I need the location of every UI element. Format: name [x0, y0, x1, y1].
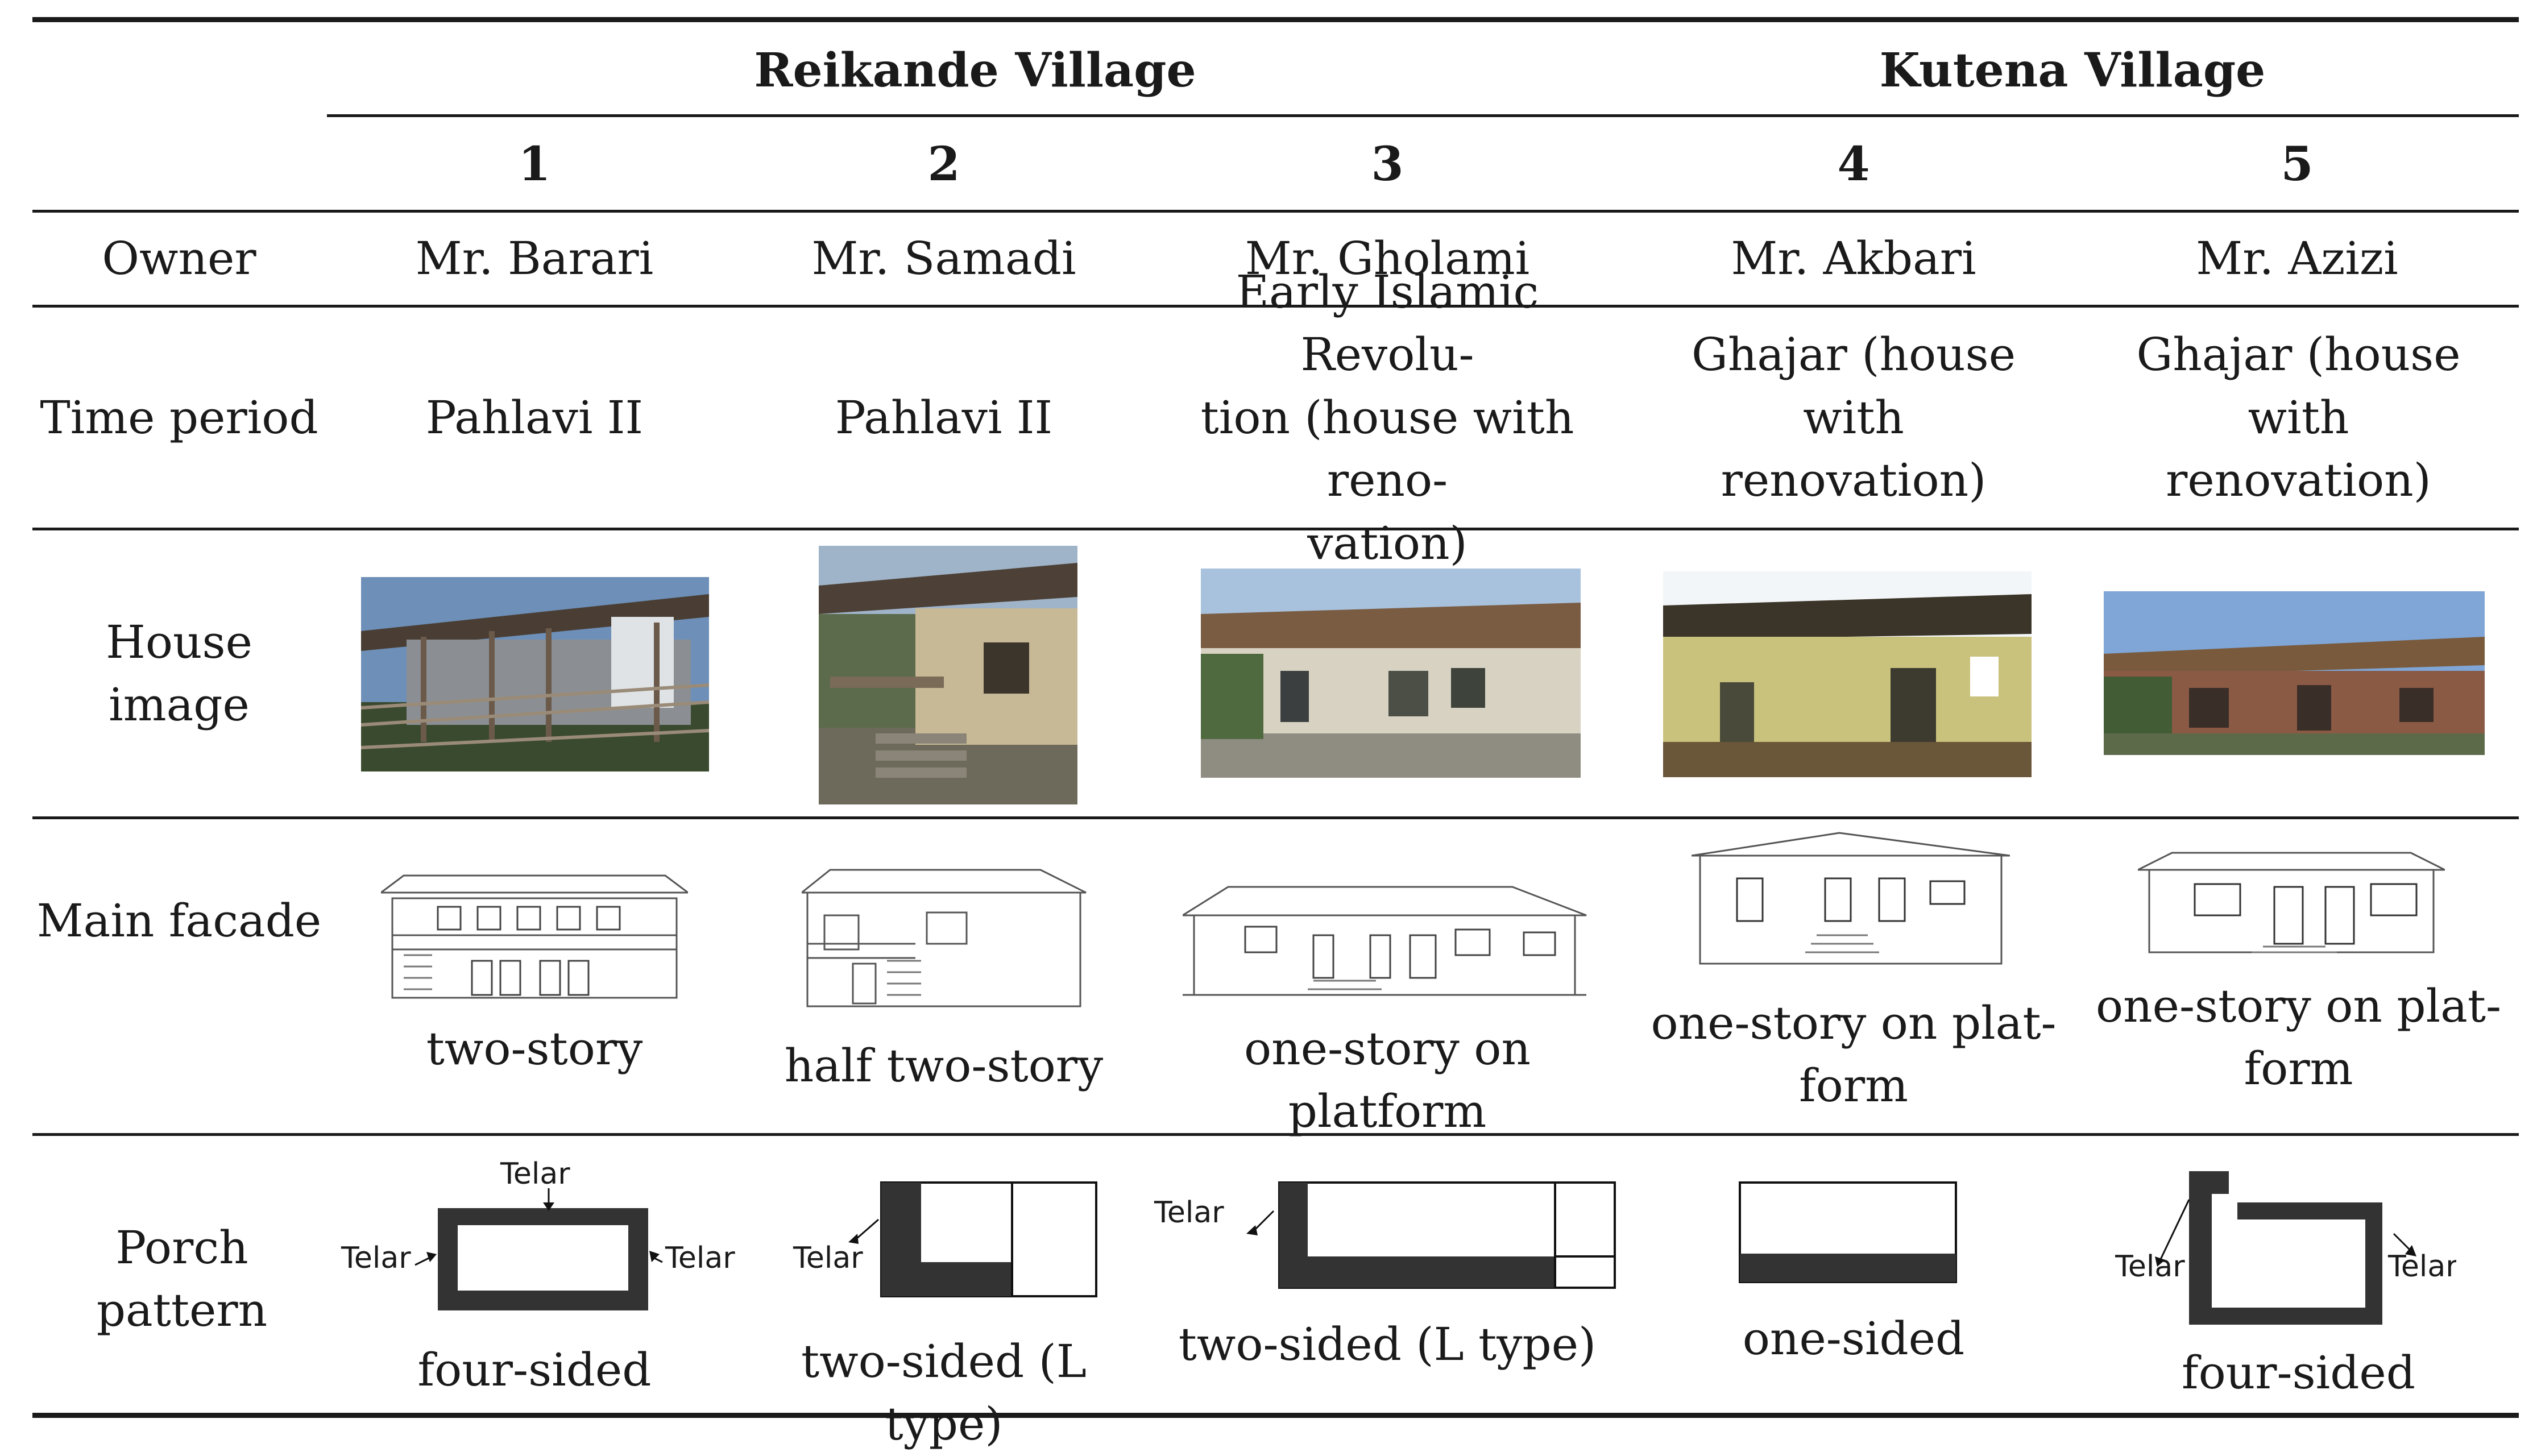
- telar-label: Telar: [500, 1157, 570, 1191]
- facade-caption-1: two-story: [426, 1022, 643, 1075]
- column-header-2: 2: [927, 137, 960, 192]
- column-header-5: 5: [2281, 137, 2314, 192]
- row-label-porch-pattern: Porch pattern: [96, 1221, 268, 1337]
- group-header-kutena: Kutena Village: [1879, 43, 2266, 98]
- row-rule-facade: [32, 1133, 2519, 1136]
- porch-caption-1: four-sided: [417, 1343, 652, 1396]
- porch-diagram-1: Telar Telar Telar: [335, 1154, 745, 1319]
- facade-drawing-4: [1692, 830, 2010, 972]
- porch-diagram-3: Telar: [1149, 1177, 1626, 1291]
- column-header-1: 1: [518, 137, 551, 192]
- column-header-3: 3: [1371, 137, 1404, 192]
- telar-label: Telar: [793, 1241, 863, 1275]
- facade-caption-4: one-story on plat- form: [1651, 997, 2057, 1113]
- facade-caption-2: half two-story: [784, 1039, 1104, 1092]
- time-period-4: Ghajar (house with renovation): [1691, 328, 2016, 507]
- telar-label: Telar: [2115, 1250, 2185, 1284]
- owner-3: Mr. Gholami: [1245, 231, 1530, 285]
- table-top-rule: [32, 17, 2519, 22]
- house-photo-2: [819, 546, 1077, 804]
- telar-label: Telar: [1154, 1196, 1224, 1230]
- porch-diagram-5: Telar Telar: [2115, 1160, 2456, 1330]
- house-photo-3: [1201, 569, 1581, 778]
- row-rule-time: [32, 528, 2519, 530]
- telar-label: Telar: [341, 1241, 411, 1275]
- row-rule-image: [32, 816, 2519, 819]
- time-period-5: Ghajar (house with renovation): [2136, 328, 2461, 507]
- porch-caption-3: two-sided (L type): [1178, 1318, 1597, 1371]
- porch-diagram-2: Telar: [785, 1177, 1103, 1302]
- header-rule: [32, 210, 2519, 213]
- facade-drawing-3: [1183, 876, 1592, 1006]
- facade-caption-5: one-story on plat- form: [2095, 980, 2502, 1096]
- porch-caption-2: two-sided (L type): [801, 1335, 1087, 1451]
- row-label-main-facade: Main facade: [36, 894, 322, 947]
- table-bottom-rule: [32, 1413, 2519, 1418]
- time-period-2: Pahlavi II: [835, 391, 1053, 444]
- porch-caption-4: one-sided: [1742, 1312, 1965, 1365]
- facade-drawing-2: [802, 858, 1092, 1012]
- owner-1: Mr. Barari: [415, 231, 654, 285]
- owner-5: Mr. Azizi: [2196, 231, 2398, 285]
- facade-drawing-1: [381, 864, 688, 1006]
- owner-4: Mr. Akbari: [1731, 231, 1976, 285]
- porch-caption-5: four-sided: [2182, 1346, 2415, 1399]
- owner-2: Mr. Samadi: [811, 231, 1076, 285]
- column-header-4: 4: [1837, 137, 1870, 192]
- row-label-owner: Owner: [102, 231, 256, 285]
- facade-caption-3: one-story on platform: [1244, 1022, 1531, 1138]
- house-photo-5: [2104, 591, 2485, 755]
- facade-drawing-5: [2138, 847, 2445, 961]
- row-label-house-image: House image: [106, 615, 252, 731]
- telar-label: Telar: [2387, 1250, 2456, 1284]
- porch-diagram-4: [1737, 1180, 1964, 1288]
- row-rule-owner: [32, 305, 2519, 308]
- house-photo-4: [1663, 571, 2032, 777]
- row-label-time-period: Time period: [40, 391, 318, 444]
- time-period-1: Pahlavi II: [425, 391, 644, 444]
- group-header-reikande: Reikande Village: [754, 43, 1196, 98]
- group-underline: [327, 114, 2519, 117]
- telar-label: Telar: [665, 1241, 735, 1275]
- house-photo-1: [361, 577, 709, 771]
- time-period-3: Early Islamic Revolu- tion (house with r…: [1200, 266, 1574, 570]
